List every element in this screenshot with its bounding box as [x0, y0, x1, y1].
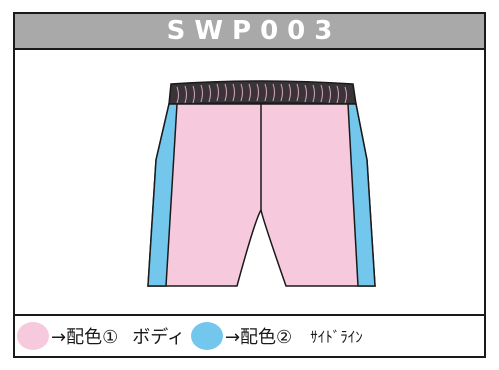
garment-illustration-area	[15, 50, 484, 316]
legend-item-color1: →配色① ボディ	[17, 322, 185, 350]
side-line-right	[347, 103, 376, 287]
pink-swatch-icon	[17, 322, 49, 350]
side-line-left	[147, 103, 178, 287]
color1-part: ボディ	[132, 327, 185, 348]
shorts-illustration	[147, 80, 376, 287]
color1-label: →配色①	[51, 327, 119, 348]
legend-item-color2: →配色② ｻｲﾄﾞﾗｲﾝ	[190, 322, 363, 350]
waistband	[168, 80, 357, 105]
color-legend: →配色① ボディ →配色② ｻｲﾄﾞﾗｲﾝ	[15, 314, 484, 356]
product-code-title: SWP003	[166, 16, 342, 46]
blue-swatch-icon	[190, 322, 223, 350]
title-bar: SWP003	[15, 14, 484, 50]
color2-label: →配色②	[224, 327, 293, 348]
spec-card: SWP003	[13, 12, 486, 358]
waistband-shirring	[176, 83, 347, 104]
color2-part: ｻｲﾄﾞﾗｲﾝ	[310, 327, 363, 346]
